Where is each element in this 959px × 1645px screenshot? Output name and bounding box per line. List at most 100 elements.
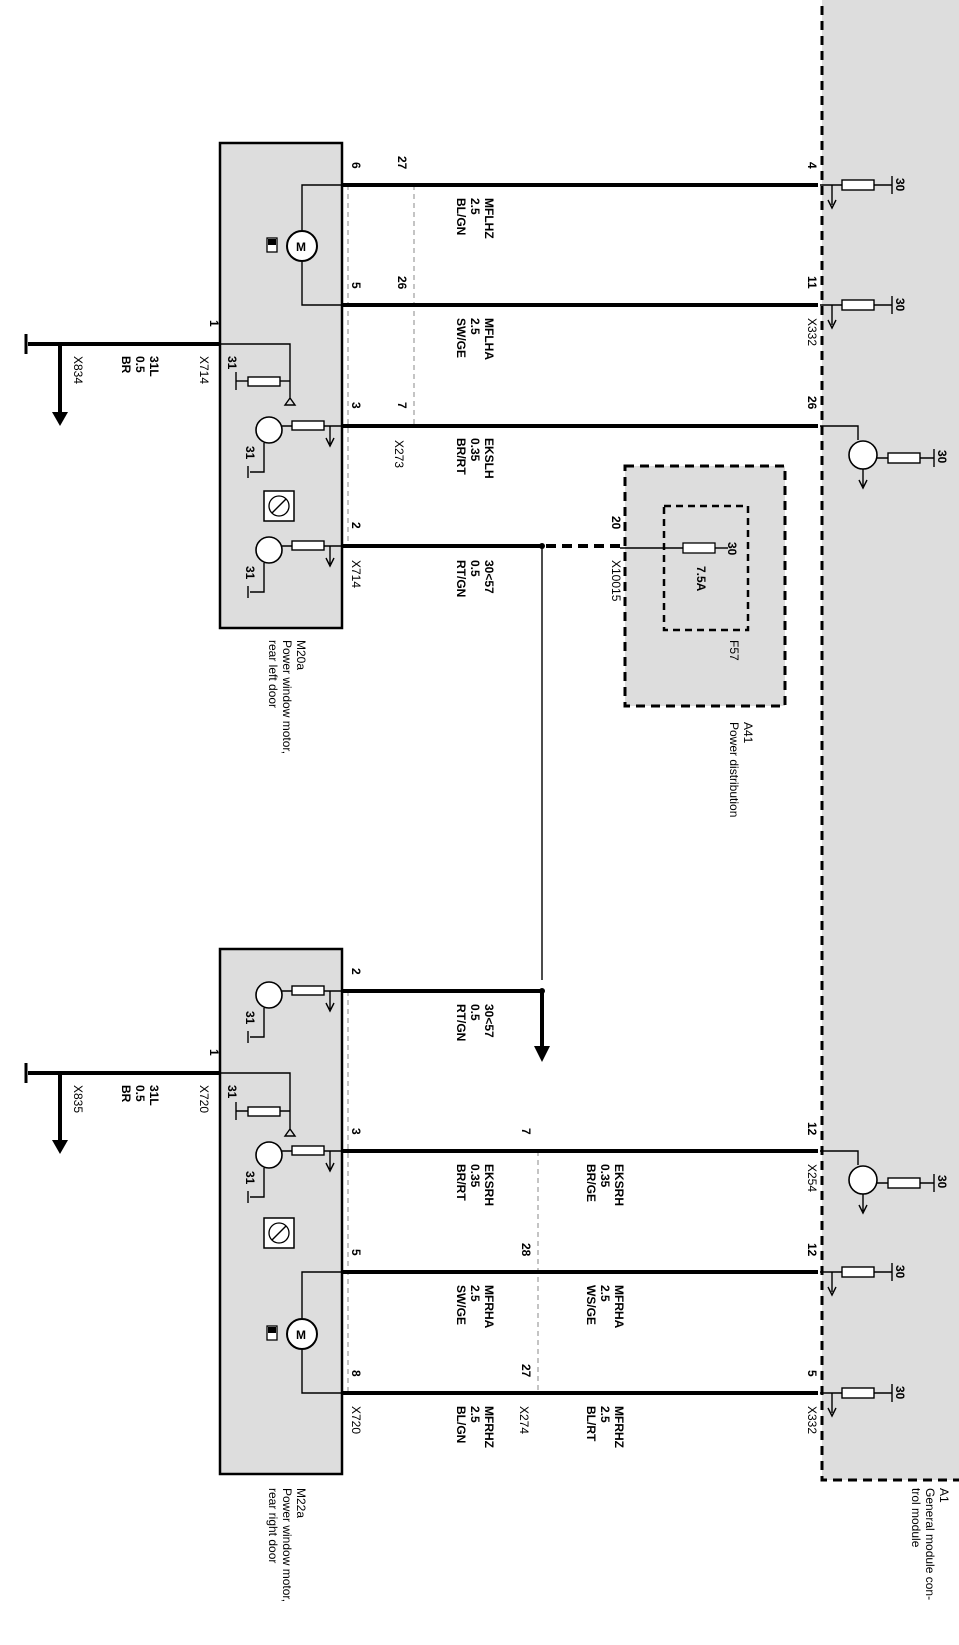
svg-text:EKSLH: EKSLH [482, 438, 496, 479]
connector-x254: X254 [805, 1164, 819, 1192]
svg-text:rear right door: rear right door [266, 1488, 280, 1563]
svg-text:BL/GN: BL/GN [454, 198, 468, 235]
gm-terminal-4: 30 [820, 176, 907, 210]
label-30-57-left: 30<57 0.5 RT/GN [454, 560, 496, 597]
svg-text:11: 11 [805, 276, 819, 289]
svg-text:MFRHA: MFRHA [482, 1285, 496, 1329]
svg-text:M22a: M22a [294, 1488, 308, 1518]
right-motor-label: M22a Power window motor, rear right door [266, 1488, 308, 1602]
svg-text:2.5: 2.5 [468, 198, 482, 215]
svg-text:3: 3 [349, 402, 363, 409]
svg-text:6: 6 [349, 162, 363, 169]
connector-x332-right: X332 [805, 1406, 819, 1434]
svg-text:2: 2 [349, 522, 363, 529]
svg-text:SW/GE: SW/GE [454, 1285, 468, 1325]
svg-text:WS/GE: WS/GE [584, 1285, 598, 1325]
connector-x273: X273 [392, 440, 406, 468]
connector-x714-pin1: X714 [197, 356, 211, 384]
left-transistor-1-icon [255, 416, 283, 444]
connector-x834: X834 [71, 356, 85, 384]
label-mfrhz: MFRHZ 2.5 BL/GN [454, 1406, 496, 1448]
right-transistor-1-icon [255, 981, 283, 1009]
svg-text:31L: 31L [147, 356, 161, 377]
fuse-rating-label: 7.5A [694, 566, 708, 592]
svg-text:BL/RT: BL/RT [584, 1406, 598, 1442]
svg-text:1: 1 [207, 1049, 221, 1056]
svg-text:28: 28 [519, 1243, 533, 1257]
connector-x835: X835 [71, 1085, 85, 1113]
svg-text:7: 7 [519, 1128, 533, 1135]
svg-text:EKSRH: EKSRH [612, 1164, 626, 1206]
svg-text:Power window motor,: Power window motor, [280, 1488, 294, 1602]
label-mfrha-gm: MFRHA 2.5 WS/GE [584, 1285, 626, 1329]
svg-text:0.5: 0.5 [133, 1085, 147, 1102]
svg-text:BR/GE: BR/GE [584, 1164, 598, 1202]
svg-text:8: 8 [349, 1370, 363, 1377]
svg-text:30: 30 [893, 1386, 907, 1400]
right-motor-icon: M [296, 1328, 306, 1342]
general-module-name-2: trol module [909, 1488, 923, 1548]
svg-text:0.5: 0.5 [133, 356, 147, 373]
svg-text:0.35: 0.35 [598, 1164, 612, 1188]
label-eksrh: EKSRH 0.35 BR/RT [454, 1164, 496, 1206]
svg-text:27: 27 [519, 1364, 533, 1378]
svg-text:SW/GE: SW/GE [454, 318, 468, 358]
general-module-name-1: General module con- [923, 1488, 937, 1600]
left-transistor-2-icon [255, 536, 283, 564]
svg-text:BR/RT: BR/RT [454, 438, 468, 475]
svg-text:Power window motor,: Power window motor, [280, 640, 294, 754]
svg-text:0.5: 0.5 [468, 560, 482, 577]
svg-text:31: 31 [243, 1011, 257, 1025]
svg-text:2.5: 2.5 [598, 1406, 612, 1423]
svg-text:MFRHA: MFRHA [612, 1285, 626, 1329]
power-distribution-name: Power distribution [727, 722, 741, 817]
svg-text:MFRHZ: MFRHZ [482, 1406, 496, 1448]
svg-text:31: 31 [225, 1085, 239, 1099]
right-transistor-2-icon [255, 1141, 283, 1169]
svg-text:31: 31 [243, 1171, 257, 1185]
svg-text:MFRHZ: MFRHZ [612, 1406, 626, 1448]
svg-text:26: 26 [395, 276, 409, 290]
gm-transistor-12: 30 [820, 1150, 949, 1215]
svg-text:30<57: 30<57 [482, 560, 496, 594]
gm-terminal-12: 30 [820, 1263, 907, 1297]
svg-text:5: 5 [805, 1370, 819, 1377]
svg-text:5: 5 [349, 1249, 363, 1256]
label-mfrha: MFRHA 2.5 SW/GE [454, 1285, 496, 1329]
svg-text:0.35: 0.35 [468, 438, 482, 462]
svg-text:BR: BR [119, 1085, 133, 1103]
svg-text:2.5: 2.5 [468, 1285, 482, 1302]
fuse-id-label: F57 [727, 640, 741, 661]
svg-text:31: 31 [243, 566, 257, 580]
svg-text:MFLHA: MFLHA [482, 318, 496, 360]
svg-text:31L: 31L [147, 1085, 161, 1106]
svg-text:30: 30 [893, 178, 907, 192]
svg-text:12: 12 [805, 1122, 819, 1136]
general-module-label: A1 General module con- trol module [909, 1488, 951, 1600]
svg-text:2.5: 2.5 [468, 318, 482, 335]
connector-x720-pin8: X720 [349, 1406, 363, 1434]
svg-text:M20a: M20a [294, 640, 308, 670]
svg-text:rear left door: rear left door [266, 640, 280, 708]
connector-x10015: X10015 [609, 560, 623, 602]
svg-text:2.5: 2.5 [598, 1285, 612, 1302]
svg-text:30: 30 [893, 1265, 907, 1279]
label-ekslh: EKSLH 0.35 BR/RT [454, 438, 496, 479]
label-eksrh-gm: EKSRH 0.35 BR/GE [584, 1164, 626, 1206]
svg-text:12: 12 [805, 1243, 819, 1257]
svg-text:RT/GN: RT/GN [454, 560, 468, 597]
gm-terminal-11: 30 [820, 296, 907, 330]
fuse-box-f57 [662, 504, 750, 632]
fuse-symbol [682, 542, 716, 554]
svg-text:BR: BR [119, 356, 133, 374]
svg-text:26: 26 [805, 396, 819, 410]
svg-text:0.35: 0.35 [468, 1164, 482, 1188]
fuse-terminal-label: 30 [725, 542, 739, 556]
svg-text:3: 3 [349, 1128, 363, 1135]
svg-text:31: 31 [225, 356, 239, 370]
gm-transistor-26: 30 [820, 425, 949, 490]
svg-text:2: 2 [349, 968, 363, 975]
svg-text:30: 30 [935, 1175, 949, 1189]
svg-text:BR/RT: BR/RT [454, 1164, 468, 1201]
